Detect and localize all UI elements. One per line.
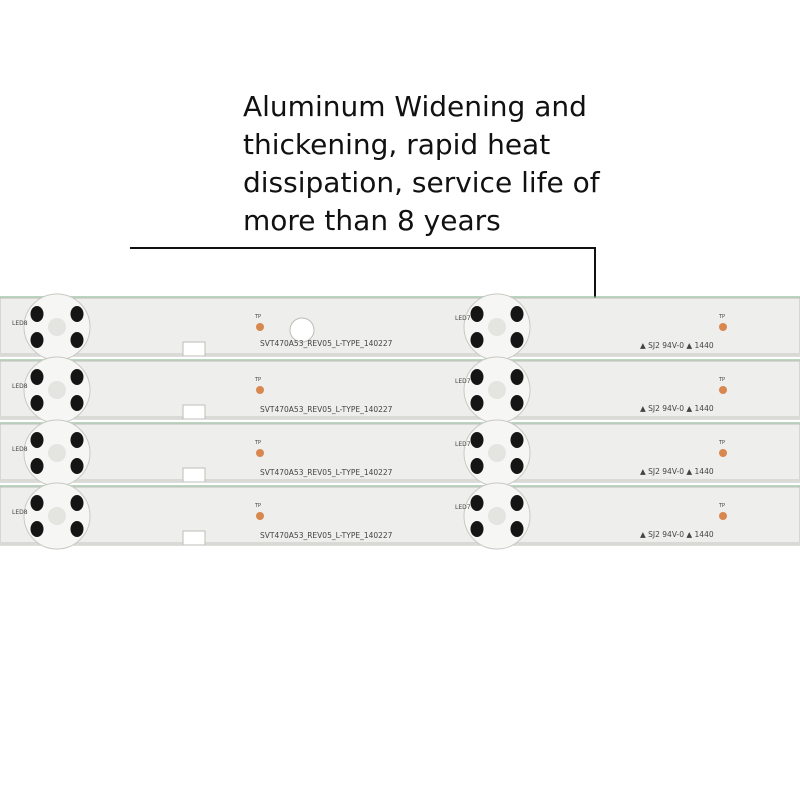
test-pad — [256, 323, 264, 331]
callout-line-4: more than 8 years — [243, 204, 501, 237]
pad-label: TP — [718, 314, 725, 320]
led-strip: LED8 LED7 TP TP SVT470A53_REV05_L-TYPE_14022… — [0, 356, 800, 424]
led-label-right: LED7 — [455, 441, 471, 448]
strip-notch — [182, 404, 206, 420]
mount-hole — [289, 317, 315, 343]
callout-line-2: thickening, rapid heat — [243, 128, 551, 161]
ul-marking-text: ▲ SJ2 94V-0 ▲ 1440 — [640, 467, 714, 476]
ul-marking-text: ▲ SJ2 94V-0 ▲ 1440 — [640, 341, 714, 350]
ul-marking-text: ▲ SJ2 94V-0 ▲ 1440 — [640, 530, 714, 539]
lens-post — [510, 306, 524, 322]
strip-notch — [182, 530, 206, 546]
test-pad — [719, 386, 727, 394]
lens-post — [70, 369, 84, 385]
lens-post — [470, 495, 484, 511]
lens-post — [30, 306, 44, 322]
test-pad — [719, 323, 727, 331]
callout-text: Aluminum Widening and thickening, rapid … — [243, 88, 663, 240]
pad-label: TP — [718, 440, 725, 446]
led-label-left: LED8 — [12, 320, 28, 327]
led-label-right: LED7 — [455, 378, 471, 385]
test-pad — [719, 512, 727, 520]
lens-post — [30, 369, 44, 385]
lens-post — [70, 495, 84, 511]
lens-center — [48, 507, 66, 525]
pad-label: TP — [718, 377, 725, 383]
pad-label: TP — [254, 314, 261, 320]
lens-post — [70, 395, 84, 411]
test-pad — [256, 449, 264, 457]
lens-post — [70, 521, 84, 537]
ul-marking-text: ▲ SJ2 94V-0 ▲ 1440 — [640, 404, 714, 413]
lens-post — [470, 332, 484, 348]
led-label-left: LED8 — [12, 383, 28, 390]
lens-center — [488, 444, 506, 462]
lens-post — [470, 432, 484, 448]
lens-center — [488, 318, 506, 336]
lens-center — [48, 318, 66, 336]
test-pad — [256, 386, 264, 394]
lens-center — [48, 381, 66, 399]
lens-post — [510, 495, 524, 511]
lens-post — [470, 306, 484, 322]
lens-post — [70, 306, 84, 322]
leader-line-horizontal — [130, 247, 596, 249]
callout-line-1: Aluminum Widening and — [243, 90, 587, 123]
strip-shadow — [0, 542, 800, 545]
lens-post — [70, 432, 84, 448]
lens-post — [30, 495, 44, 511]
led-label-left: LED8 — [12, 446, 28, 453]
strip-shadow — [0, 479, 800, 482]
strip-body — [0, 297, 800, 357]
led-strip: LED8 LED7 TP TP SVT470A53_REV05_L-TYPE_14022… — [0, 419, 800, 487]
lens-post — [30, 458, 44, 474]
pad-label: TP — [254, 440, 261, 446]
leader-line-vertical — [594, 247, 596, 309]
led-label-right: LED7 — [455, 504, 471, 511]
lens-post — [510, 369, 524, 385]
lens-post — [470, 521, 484, 537]
lens-post — [30, 521, 44, 537]
strip-notch — [182, 467, 206, 483]
pad-label: TP — [718, 503, 725, 509]
led-label-right: LED7 — [455, 315, 471, 322]
lens-post — [30, 432, 44, 448]
test-pad — [256, 512, 264, 520]
led-strip: LED8 LED7 TP TP SVT470A53_REV05_L-TYPE_14022… — [0, 482, 800, 550]
lens-post — [510, 332, 524, 348]
lens-post — [70, 332, 84, 348]
lens-center — [488, 381, 506, 399]
part-number-text: SVT470A53_REV05_L-TYPE_140227 — [260, 531, 393, 540]
part-number-text: SVT470A53_REV05_L-TYPE_140227 — [260, 468, 393, 477]
lens-post — [510, 395, 524, 411]
strip-notch — [182, 341, 206, 357]
led-label-left: LED8 — [12, 509, 28, 516]
part-number-text: SVT470A53_REV05_L-TYPE_140227 — [260, 405, 393, 414]
lens-post — [70, 458, 84, 474]
lens-post — [510, 521, 524, 537]
lens-post — [470, 395, 484, 411]
callout-line-3: dissipation, service life of — [243, 166, 600, 199]
pad-label: TP — [254, 377, 261, 383]
lens-post — [30, 332, 44, 348]
strip-body — [0, 423, 800, 483]
pad-label: TP — [254, 503, 261, 509]
strip-shadow — [0, 416, 800, 419]
strip-body — [0, 486, 800, 546]
lens-center — [488, 507, 506, 525]
lens-post — [470, 369, 484, 385]
lens-post — [510, 458, 524, 474]
test-pad — [719, 449, 727, 457]
strip-shadow — [0, 353, 800, 356]
part-number-text: SVT470A53_REV05_L-TYPE_140227 — [260, 339, 393, 348]
lens-center — [48, 444, 66, 462]
strip-body — [0, 360, 800, 420]
lens-post — [470, 458, 484, 474]
lens-post — [30, 395, 44, 411]
lens-post — [510, 432, 524, 448]
led-strip: LED8 LED7 TP TP SVT470A53_REV05_L-TYPE_14022… — [0, 293, 800, 361]
